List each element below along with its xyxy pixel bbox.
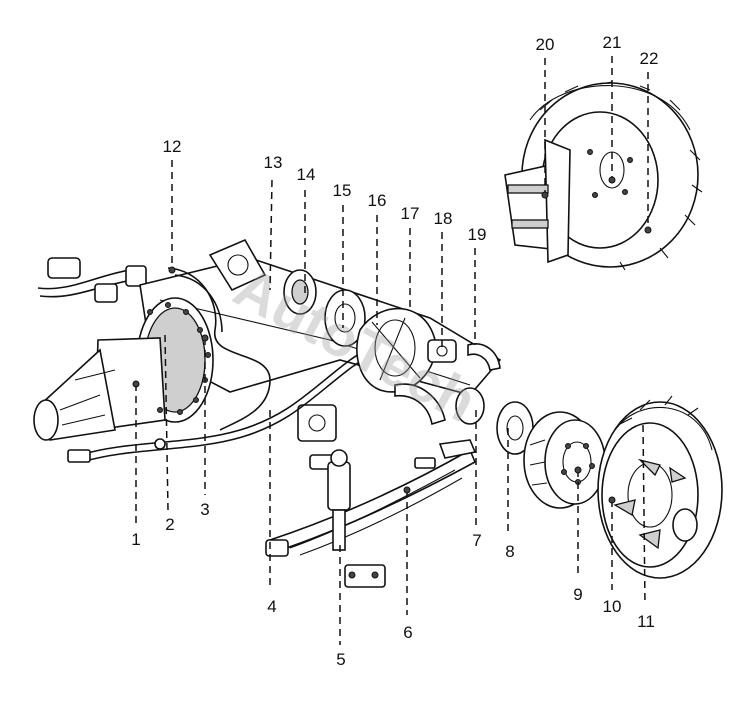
callout-9: 9 bbox=[573, 585, 582, 604]
callout-8: 8 bbox=[505, 542, 514, 561]
rear-wheel-drawing bbox=[597, 395, 723, 579]
dot-21 bbox=[608, 176, 616, 184]
callout-18: 18 bbox=[434, 209, 453, 228]
callout-21: 21 bbox=[603, 33, 622, 52]
dot-1 bbox=[132, 380, 140, 388]
callout-4: 4 bbox=[267, 597, 276, 616]
leader-2 bbox=[164, 334, 169, 511]
callout-10: 10 bbox=[603, 597, 622, 616]
callout-12: 12 bbox=[163, 137, 182, 156]
callout-3: 3 bbox=[200, 500, 209, 519]
shock-absorber-drawing bbox=[327, 449, 386, 588]
callout-19: 19 bbox=[468, 225, 487, 244]
dot-3 bbox=[201, 334, 209, 342]
cover-bolt-ring bbox=[147, 302, 211, 415]
callout-14: 14 bbox=[297, 165, 316, 184]
callout-2: 2 bbox=[165, 515, 174, 534]
callout-labels: 1 2 3 4 5 6 7 8 9 10 11 12 13 14 15 16 1… bbox=[131, 33, 658, 669]
callout-16: 16 bbox=[368, 191, 387, 210]
dot-12 bbox=[168, 266, 176, 274]
callout-15: 15 bbox=[333, 181, 352, 200]
callout-20: 20 bbox=[536, 35, 555, 54]
callout-13: 13 bbox=[264, 153, 283, 172]
dot-9 bbox=[574, 466, 582, 474]
dot-22 bbox=[644, 226, 652, 234]
leader-lines bbox=[135, 56, 649, 645]
leader-11 bbox=[642, 424, 646, 606]
callout-17: 17 bbox=[401, 204, 420, 223]
brake-drum-drawing bbox=[523, 411, 606, 509]
callout-1: 1 bbox=[131, 530, 140, 549]
callout-7: 7 bbox=[472, 531, 481, 550]
callout-5: 5 bbox=[336, 650, 345, 669]
callout-22: 22 bbox=[640, 49, 659, 68]
dot-10 bbox=[608, 496, 616, 504]
leader-13 bbox=[269, 179, 273, 291]
brake-parts-drawing bbox=[208, 238, 534, 455]
callout-6: 6 bbox=[403, 623, 412, 642]
callout-11: 11 bbox=[637, 612, 655, 631]
callout-dots bbox=[132, 176, 652, 504]
dot-20 bbox=[541, 191, 549, 199]
dot-6 bbox=[403, 486, 411, 494]
leaf-spring-drawing bbox=[265, 439, 477, 557]
spare-wheel-carrier-drawing bbox=[504, 81, 703, 271]
